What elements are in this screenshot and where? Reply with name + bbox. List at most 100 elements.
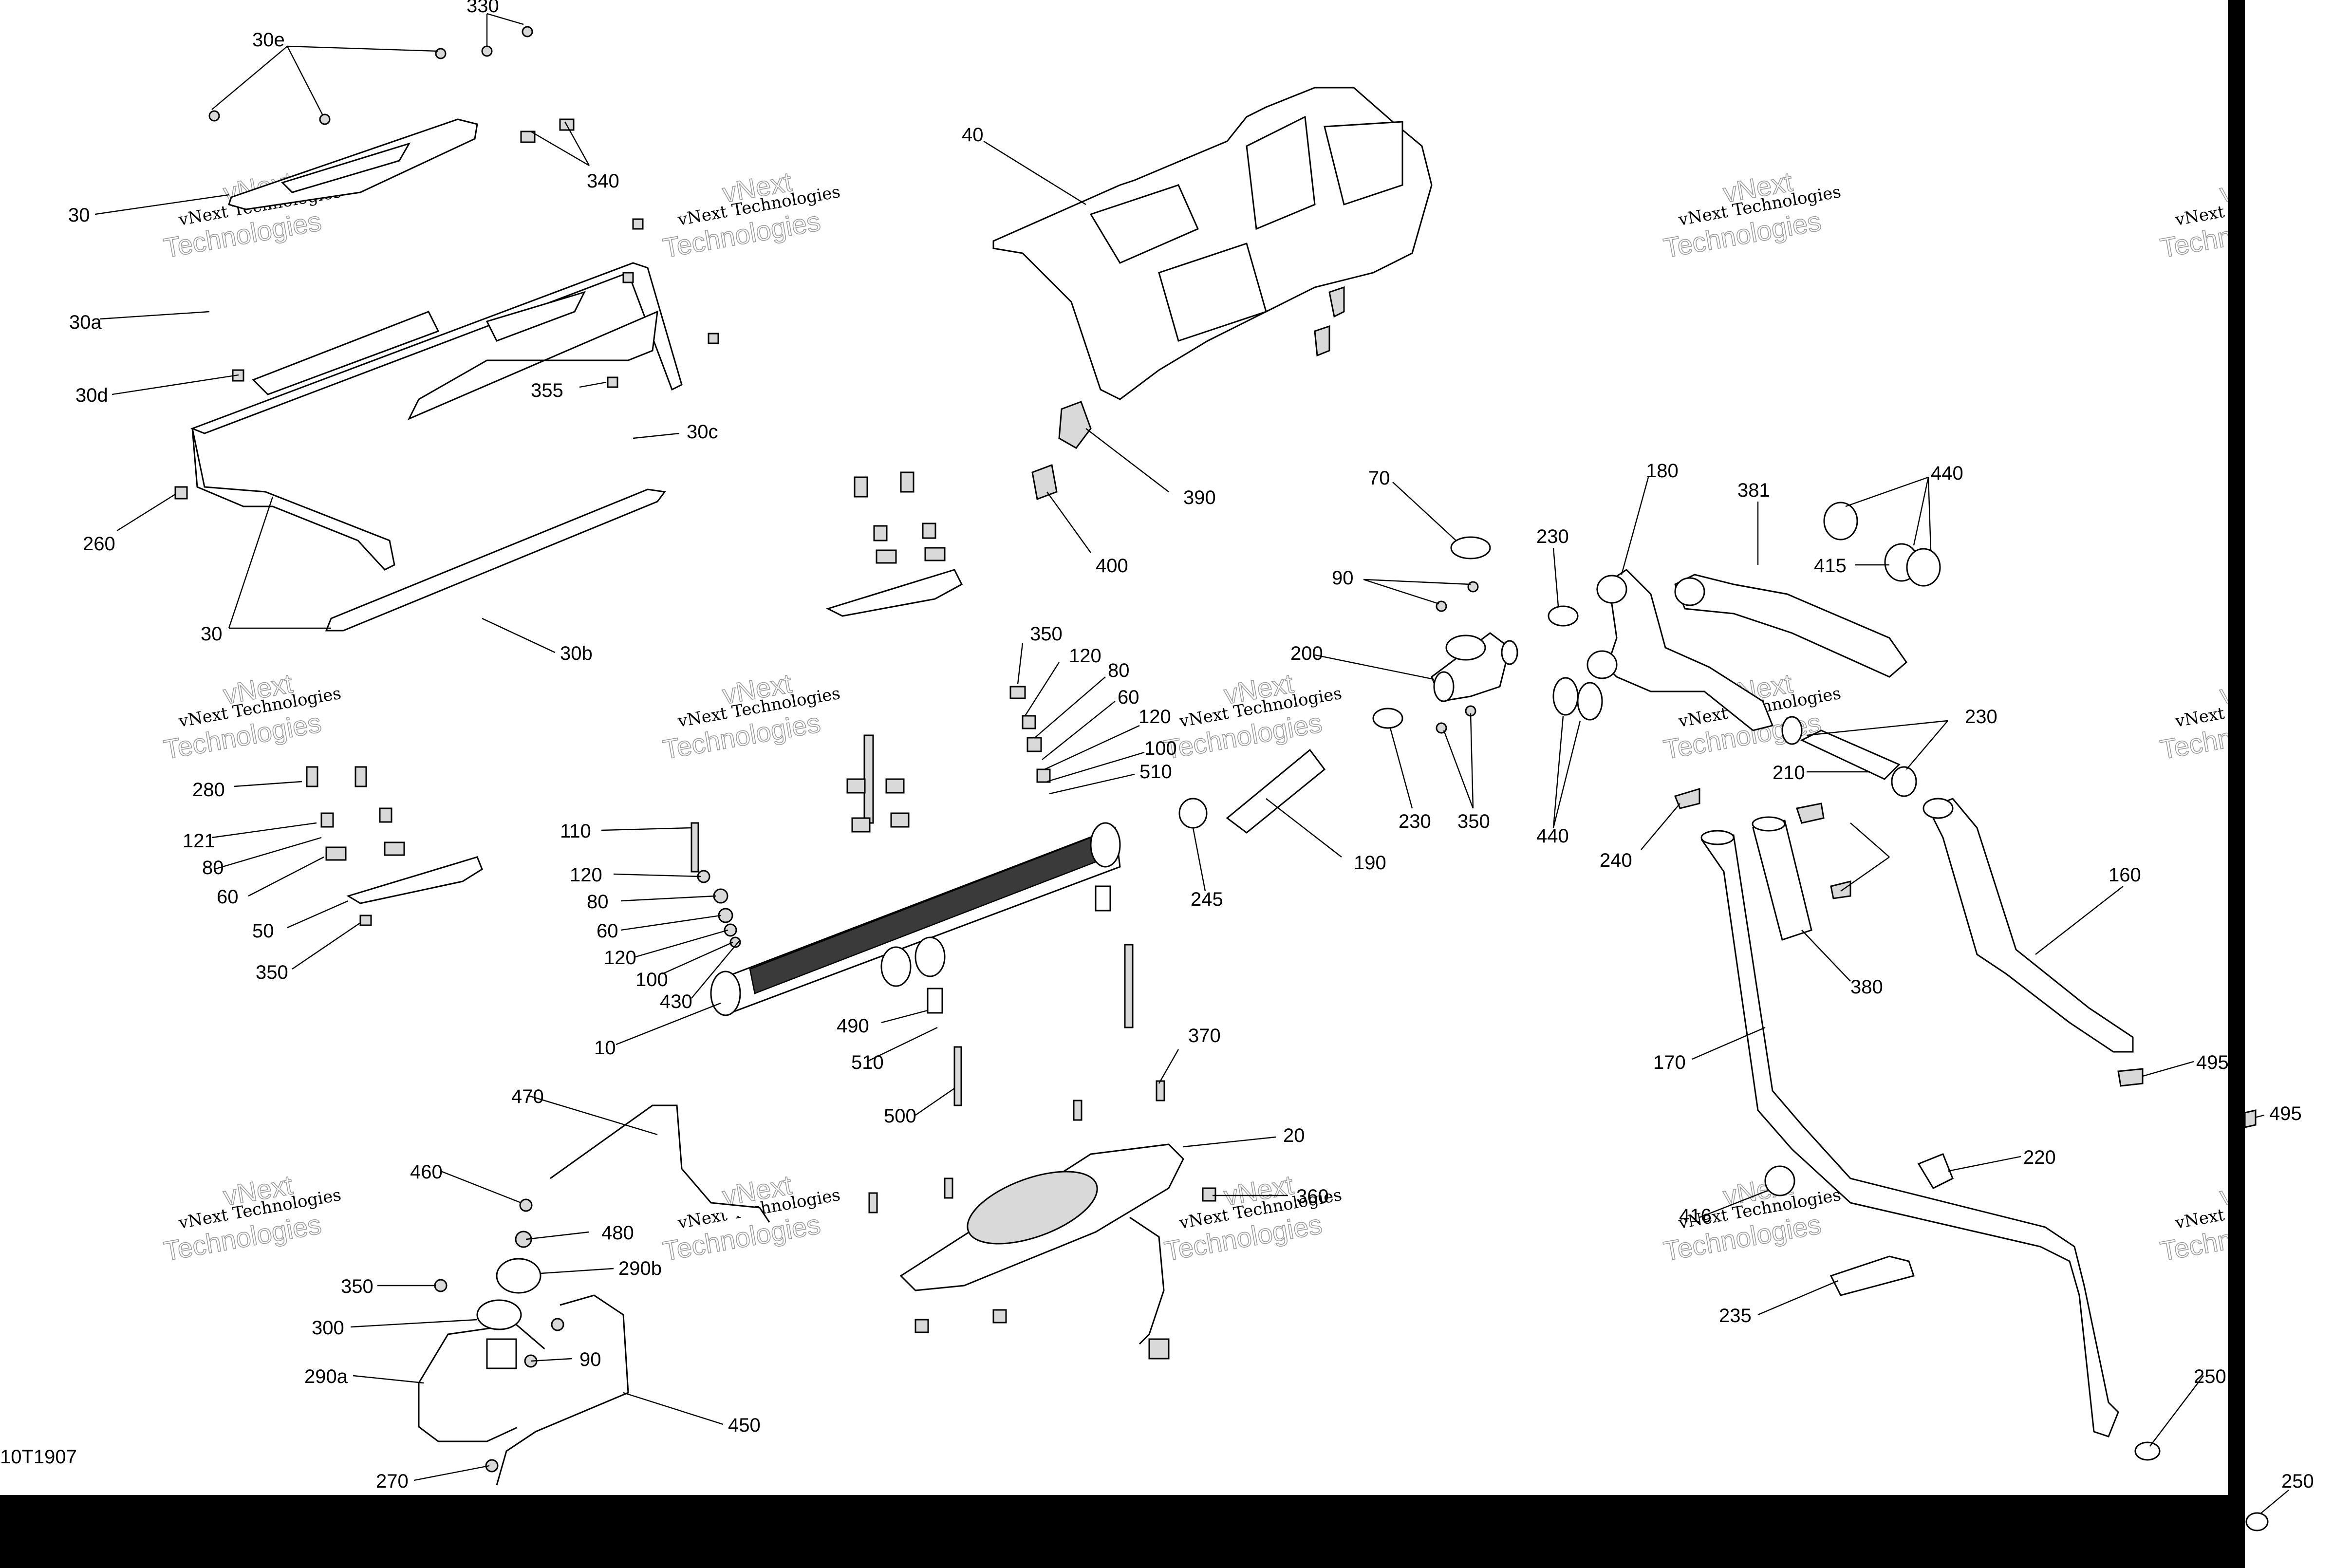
label-30e: 30e <box>252 29 285 51</box>
label-230: 230 <box>1965 706 1997 728</box>
label-30d: 30d <box>75 385 108 406</box>
watermark: vNext Technologies vNext Technologies <box>1162 667 1344 765</box>
watermark: vNext Technologies vNext Technologies <box>660 667 842 765</box>
label-470: 470 <box>511 1086 544 1107</box>
bushing-stack-right <box>846 686 1051 833</box>
label-440: 440 <box>1931 463 1963 484</box>
watermark-text: vNext <box>2218 1169 2228 1212</box>
viewer-edge-bar <box>2228 0 2245 1568</box>
label-20: 20 <box>1283 1125 1305 1146</box>
part-fittings-small <box>434 1198 564 1473</box>
label-190: 190 <box>1354 852 1386 874</box>
label-70: 70 <box>1368 467 1390 489</box>
label-50: 50 <box>252 920 274 942</box>
label-30: 30 <box>68 205 90 226</box>
label-230: 230 <box>1536 526 1569 547</box>
label-250: 250 <box>2281 1471 2314 1492</box>
label-280: 280 <box>192 779 225 801</box>
part-hose-190 <box>1178 748 1326 834</box>
label-330: 330 <box>467 0 499 17</box>
label-100: 100 <box>1144 738 1177 759</box>
label-350: 350 <box>1030 623 1063 645</box>
part-bolts-90 <box>1436 581 1479 734</box>
callout-labels: 330 30e 340 30 30a 30d 355 30c 260 30 30… <box>0 0 2228 1492</box>
label-10: 10 <box>594 1037 616 1059</box>
label-416: 416 <box>1679 1205 1712 1227</box>
label-121: 121 <box>183 830 215 852</box>
label-210: 210 <box>1773 762 1805 784</box>
part-clips-495 <box>2117 1068 2144 1087</box>
label-40: 40 <box>962 124 984 146</box>
watermark-text: vNext <box>2218 668 2228 710</box>
label-80: 80 <box>202 857 224 878</box>
part-hose-450 <box>496 1294 629 1486</box>
label-60: 60 <box>217 886 239 908</box>
viewer-bottom-bar <box>0 1495 2245 1568</box>
part-support-plate-lower <box>325 488 666 632</box>
watermark: vNext Technologies vNext Technologies <box>1661 166 1843 264</box>
part-support-frame <box>190 262 683 571</box>
label-240: 240 <box>1600 850 1632 871</box>
label-340: 340 <box>587 170 619 192</box>
label-360: 360 <box>1296 1186 1329 1207</box>
label-180: 180 <box>1646 460 1679 482</box>
part-hose-160 <box>1922 798 2134 1053</box>
label-60: 60 <box>597 920 618 942</box>
watermark: vNext Technologies vNext Technologies <box>2158 1169 2228 1267</box>
label-260: 260 <box>83 533 115 555</box>
watermark: vNext Technologies vNext Technologies <box>1162 1169 1344 1267</box>
exploded-parts-diagram: vNext Technologies vNext Technologies vN… <box>0 0 2228 1492</box>
label-235: 235 <box>1719 1305 1752 1326</box>
label-370: 370 <box>1188 1025 1221 1046</box>
part-clip-240 <box>1674 787 1700 809</box>
part-bracket-50 <box>306 766 483 926</box>
watermark-text: vNext <box>2218 166 2228 208</box>
label-490: 490 <box>837 1015 869 1037</box>
label-495: 495 <box>2269 1103 2302 1124</box>
label-480: 480 <box>601 1222 634 1244</box>
label-80: 80 <box>1108 660 1130 681</box>
part-clip-400 <box>1031 464 1058 501</box>
part-housing-200 <box>1431 632 1518 702</box>
label-230: 230 <box>1399 811 1431 832</box>
label-80: 80 <box>587 891 609 913</box>
label-290a: 290a <box>304 1366 348 1387</box>
watermark: vNext Technologies vNext Technologies <box>161 667 343 765</box>
part-reservoir-290a <box>418 1324 551 1442</box>
label-495: 495 <box>2196 1052 2228 1073</box>
label-300: 300 <box>312 1317 344 1339</box>
label-90: 90 <box>579 1349 601 1370</box>
label-380: 380 <box>1850 976 1883 998</box>
part-hose-180 <box>1586 569 1774 731</box>
label-100: 100 <box>635 969 668 990</box>
part-support-plate-upper <box>228 118 478 210</box>
label-120: 120 <box>1139 706 1171 728</box>
label-120: 120 <box>1069 645 1101 667</box>
diagram-overflow-strip: 495 250 <box>2245 0 2333 1568</box>
label-30: 30 <box>201 623 223 645</box>
fastener-group-top <box>174 26 719 500</box>
watermark: vNext Technologies vNext Technologies <box>161 1169 343 1267</box>
part-intercooler-10 <box>691 734 1134 1106</box>
part-clip-390 <box>1058 401 1092 449</box>
watermark: vNext Technologies vNext Technologies <box>2158 667 2228 765</box>
part-bracket-upper-mid <box>825 471 963 617</box>
reference-code: 10T1907 <box>0 1446 77 1468</box>
label-430: 430 <box>660 991 692 1012</box>
label-510: 510 <box>1139 761 1172 783</box>
label-30a: 30a <box>69 312 102 333</box>
leader-lines <box>94 13 2204 1481</box>
label-350: 350 <box>1457 811 1490 832</box>
label-440: 440 <box>1536 825 1569 847</box>
label-350: 350 <box>256 962 288 983</box>
bushing-stack-left <box>697 870 741 948</box>
overflow-canvas: 495 250 <box>2245 1103 2314 1531</box>
label-500: 500 <box>884 1105 916 1127</box>
parts-drawing <box>174 26 2161 1486</box>
label-120: 120 <box>570 864 602 886</box>
label-460: 460 <box>410 1161 443 1183</box>
part-hose-470 <box>550 1104 770 1223</box>
label-355: 355 <box>531 380 563 401</box>
part-pipe-170 <box>1700 830 2119 1437</box>
